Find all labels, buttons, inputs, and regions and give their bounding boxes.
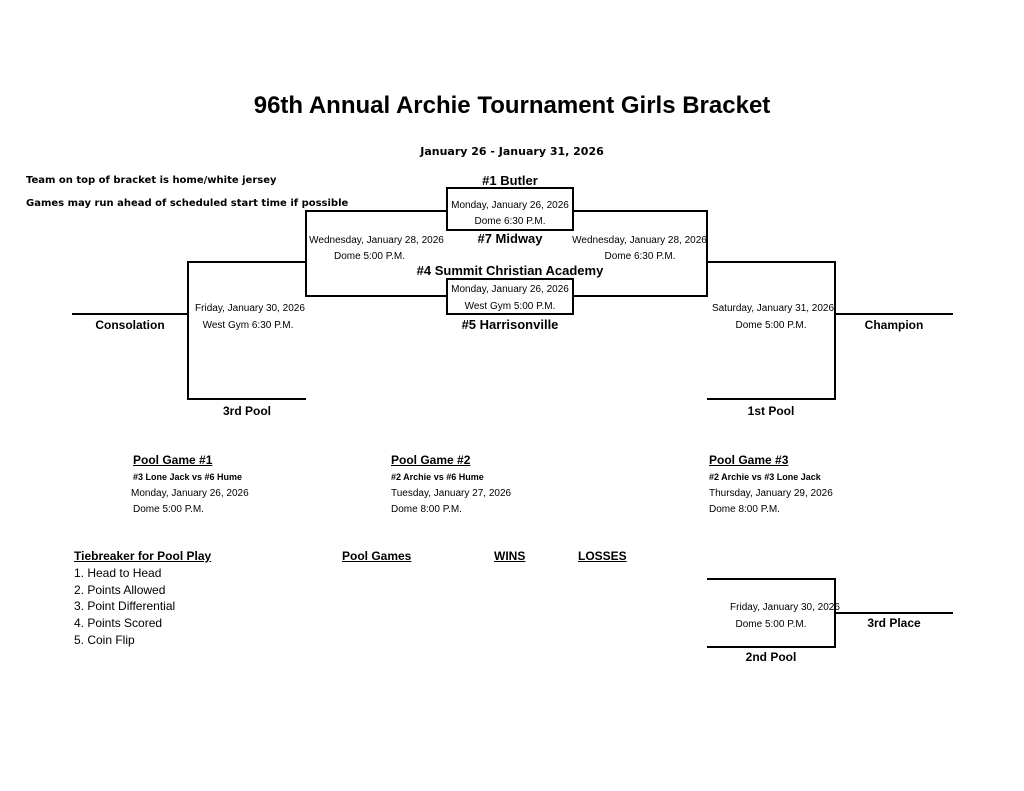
page-title: 96th Annual Archie Tournament Girls Brac… — [253, 92, 771, 119]
team-midway: #7 Midway — [477, 231, 543, 246]
team-butler: #1 Butler — [482, 173, 538, 188]
game2-place: West Gym 5:00 P.M. — [464, 301, 556, 312]
pool-game-1-date: Monday, January 26, 2026 — [131, 488, 249, 499]
third-place-line — [707, 578, 836, 648]
note-early-start: Games may run ahead of scheduled start t… — [26, 198, 349, 209]
pool-game-2-place: Dome 8:00 P.M. — [391, 504, 462, 515]
game3-place: Dome 5:00 P.M. — [334, 251, 405, 262]
pool-game-3-date: Thursday, January 29, 2026 — [709, 488, 833, 499]
pool-game-1-place: Dome 5:00 P.M. — [133, 504, 204, 515]
team-harrisonville: #5 Harrisonville — [461, 317, 559, 332]
tiebreaker-item: 2. Points Allowed — [74, 583, 166, 597]
tournament-dates: January 26 - January 31, 2026 — [420, 145, 604, 158]
tiebreaker-item: 1. Head to Head — [74, 566, 162, 580]
note-home-jersey: Team on top of bracket is home/white jer… — [26, 175, 277, 186]
championship-place: Dome 5:00 P.M. — [735, 320, 807, 331]
consolation-date: Friday, January 30, 2026 — [195, 303, 305, 314]
third-pool-label: 3rd Pool — [222, 404, 271, 418]
pool-game-1-match: #3 Lone Jack vs #6 Hume — [133, 472, 243, 482]
team-summit: #4 Summit Christian Academy — [416, 263, 604, 278]
standings-pool-games-header: Pool Games — [342, 549, 412, 563]
championship-line — [707, 261, 836, 400]
game3-date: Wednesday, January 28, 2026 — [309, 235, 444, 246]
standings-wins-header: WINS — [494, 549, 526, 563]
game1-place: Dome 6:30 P.M. — [474, 216, 546, 227]
game2-date: Monday, January 26, 2026 — [451, 284, 569, 295]
third-place-date: Friday, January 30, 2026 — [730, 602, 840, 613]
third-place-place: Dome 5:00 P.M. — [735, 619, 807, 630]
champion-label: Champion — [864, 318, 924, 332]
pool-game-3-place: Dome 8:00 P.M. — [709, 504, 780, 515]
pool-game-2-date: Tuesday, January 27, 2026 — [391, 488, 512, 499]
right-semifinal-line — [573, 210, 708, 297]
second-pool-label: 2nd Pool — [745, 650, 797, 664]
consolation-line — [187, 261, 306, 400]
tiebreaker-item: 4. Points Scored — [74, 616, 163, 630]
tiebreaker-item: 3. Point Differential — [74, 599, 176, 613]
left-semifinal-line — [305, 210, 447, 297]
standings-losses-header: LOSSES — [578, 549, 627, 563]
game1-box — [446, 187, 574, 231]
game4-date: Wednesday, January 28, 2026 — [572, 235, 707, 246]
pool-game-3-match: #2 Archie vs #3 Lone Jack — [709, 472, 821, 482]
game4-place: Dome 6:30 P.M. — [604, 251, 676, 262]
first-pool-label: 1st Pool — [747, 404, 795, 418]
pool-game-2-match: #2 Archie vs #6 Hume — [391, 472, 484, 482]
pool-game-1-title: Pool Game #1 — [133, 453, 213, 467]
tiebreaker-item: 5. Coin Flip — [74, 633, 135, 647]
championship-date: Saturday, January 31, 2026 — [711, 303, 835, 314]
pool-game-2-title: Pool Game #2 — [391, 453, 471, 467]
third-place-label: 3rd Place — [867, 616, 921, 630]
consolation-label: Consolation — [95, 318, 165, 332]
consolation-place: West Gym 6:30 P.M. — [202, 320, 294, 331]
tiebreaker-heading: Tiebreaker for Pool Play — [74, 549, 212, 563]
pool-game-3-title: Pool Game #3 — [709, 453, 789, 467]
game1-date: Monday, January 26, 2026 — [451, 200, 569, 211]
